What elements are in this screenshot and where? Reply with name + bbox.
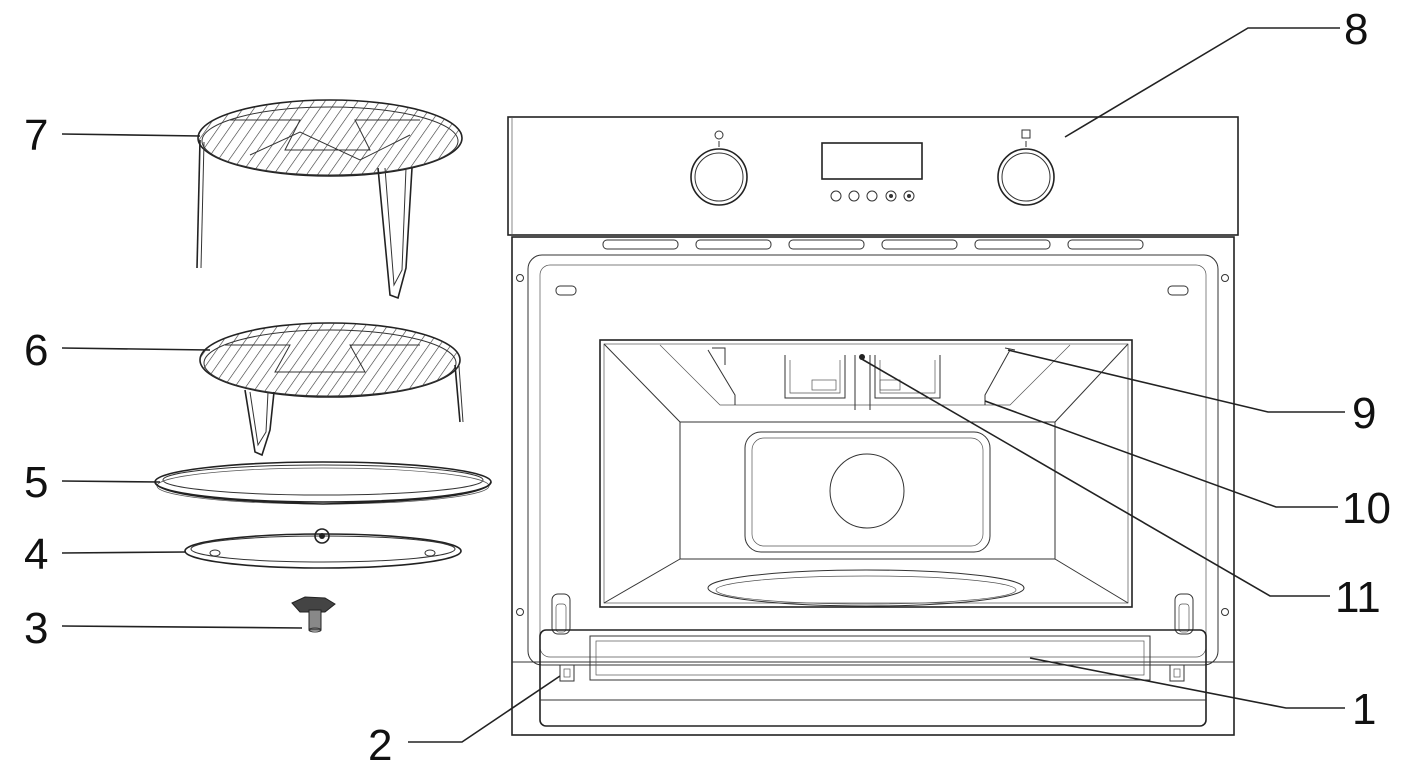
label-11: 11 — [1335, 573, 1381, 622]
grill-heating-element — [659, 344, 1071, 410]
function-knob — [997, 129, 1055, 206]
turntable-coupler — [291, 596, 336, 633]
display-window — [821, 142, 923, 180]
label-10: 10 — [1342, 484, 1391, 533]
callout-labels: 7 6 5 4 3 8 9 10 11 1 2 — [24, 5, 1391, 768]
label-9: 9 — [1352, 389, 1376, 438]
label-3: 3 — [24, 604, 48, 653]
label-7: 7 — [24, 111, 48, 160]
label-6: 6 — [24, 326, 48, 375]
oven-body — [511, 236, 1235, 736]
oven-door-bottom — [539, 629, 1207, 727]
power-knob — [690, 130, 748, 206]
label-4: 4 — [24, 530, 48, 579]
roller-ring — [184, 528, 462, 569]
vent-slots — [602, 239, 1144, 250]
high-grill-rack — [196, 99, 463, 300]
low-grill-rack — [199, 322, 464, 457]
label-2: 2 — [368, 721, 392, 768]
door-latch — [559, 664, 575, 682]
turntable-drive-hub — [829, 453, 905, 529]
control-buttons — [830, 190, 915, 202]
label-8: 8 — [1344, 5, 1368, 54]
label-1: 1 — [1352, 685, 1376, 734]
door-hinges — [551, 593, 1194, 635]
leader-lines — [61, 27, 1345, 743]
control-panel — [507, 116, 1239, 236]
oven-cavity — [599, 339, 1133, 608]
label-5: 5 — [24, 458, 48, 507]
glass-turntable — [154, 461, 492, 505]
